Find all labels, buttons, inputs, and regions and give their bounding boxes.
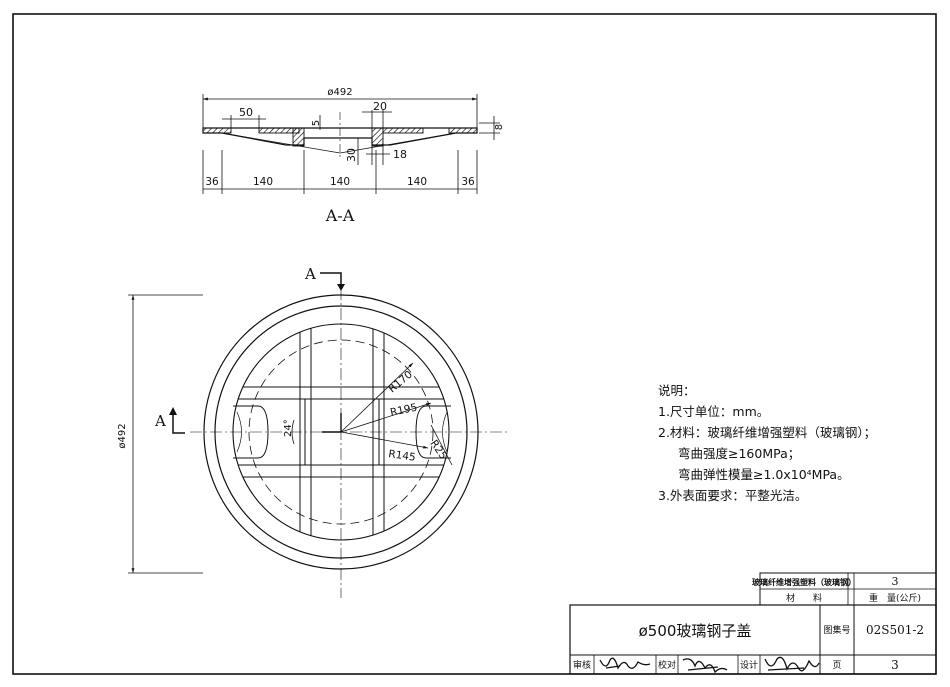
weight-value: 3 [892, 575, 899, 588]
title-block-text: 玻璃纤维增强塑料（玻璃钢） 3 材 料 重 量(公斤) ø500玻璃钢子盖 图集… [573, 575, 924, 674]
section-dim-8: 8 [494, 124, 505, 130]
sheet-frame [12, 13, 937, 675]
weight-label: 重 量(公斤) [869, 592, 921, 604]
notes-block: 说明： 1.尺寸单位：mm。 2.材料：玻璃纤维增强塑料（玻璃钢）； 弯曲强度≥… [658, 380, 876, 506]
signature-review [599, 657, 651, 670]
note-2a: 弯曲强度≥160MPa； [678, 446, 801, 461]
note-3: 3.外表面要求：平整光洁。 [658, 488, 808, 503]
plan-outer-diameter: ø492 [117, 423, 128, 448]
cut-label-top: A [304, 265, 316, 283]
section-dim-20: 20 [373, 100, 387, 113]
drawing-title: ø500玻璃钢子盖 [639, 622, 752, 640]
plan-view: A A R170 [117, 265, 510, 598]
section-dim-140-a: 140 [253, 176, 273, 188]
section-overall-width: ø492 [327, 87, 352, 98]
material-value: 玻璃纤维增强塑料（玻璃钢） [752, 577, 856, 587]
design-label: 设计 [740, 659, 758, 671]
atlas-number: 02S501-2 [866, 623, 924, 637]
section-dim-36-right: 36 [461, 176, 475, 188]
note-2: 2.材料：玻璃纤维增强塑料（玻璃钢）； [658, 425, 877, 440]
review-label: 审核 [573, 659, 591, 671]
notes-heading: 说明： [658, 383, 696, 398]
section-dim-18: 18 [393, 148, 407, 161]
page-number: 3 [891, 658, 899, 672]
section-view: ø492 50 20 5 30 18 [202, 87, 505, 225]
cut-label-left: A [154, 412, 166, 430]
note-1: 1.尺寸单位：mm。 [658, 404, 770, 419]
check-label: 校对 [658, 659, 676, 671]
section-dim-140-c: 140 [407, 176, 427, 188]
material-label: 材 料 [786, 592, 822, 604]
section-title: A-A [325, 206, 355, 225]
note-2b: 弯曲弹性模量≥1.0x10⁴MPa。 [678, 467, 850, 482]
signature-design [764, 656, 820, 672]
section-dim-5: 5 [311, 120, 322, 126]
signature-check [682, 658, 728, 674]
section-dim-36-left: 36 [205, 176, 219, 188]
title-block [569, 572, 937, 675]
dim-angle: 24° [283, 419, 294, 437]
section-dim-30: 30 [345, 148, 358, 162]
page-label: 页 [832, 660, 841, 671]
dim-r170: R170 [386, 369, 415, 396]
dim-r195: R195 [389, 402, 418, 419]
section-dim-140-b: 140 [330, 176, 350, 188]
dim-r145: R145 [388, 448, 417, 464]
atlas-label: 图集号 [823, 624, 850, 636]
section-dim-50: 50 [239, 106, 253, 119]
